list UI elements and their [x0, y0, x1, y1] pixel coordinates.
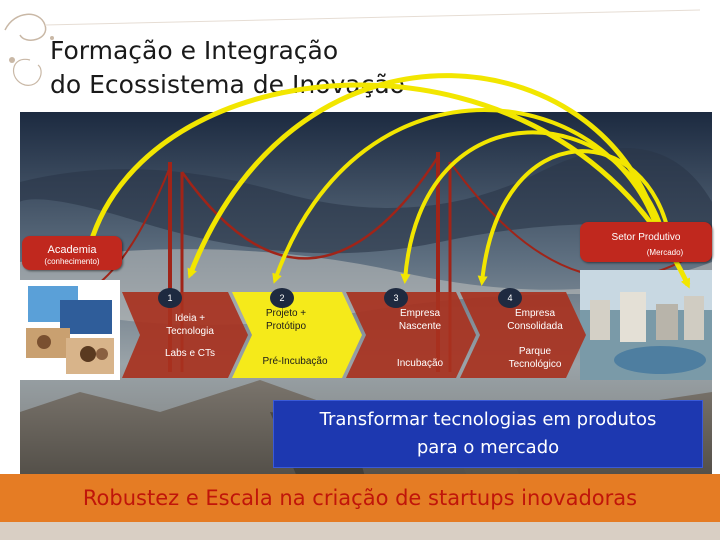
tagline-text: Robustez e Escala na criação de startups…	[82, 486, 638, 510]
stage-4-bottom-label: Parque Tecnológico	[490, 345, 580, 371]
chevron-2	[232, 292, 362, 378]
goal-line-2: para o mercado	[416, 437, 560, 458]
goal-line-1: Transformar tecnologias em produtos	[319, 409, 657, 430]
chevron-1	[122, 292, 248, 378]
stage-4-bottom-line-1: Parque	[518, 346, 552, 357]
setor-produtivo-image	[580, 270, 712, 380]
stage-1-top-line-1: Ideia +	[174, 313, 206, 324]
academia-subtitle: (conhecimento)	[44, 257, 100, 266]
stage-3-number: 3	[384, 288, 408, 308]
stage-3-bottom-label: Incubação	[396, 358, 444, 369]
arrow-from-academia-to-setor	[87, 82, 691, 289]
academia-title: Academia	[47, 244, 97, 256]
stage-4-top-line-1: Empresa	[514, 308, 555, 319]
tagline-bar: Robustez e Escala na criação de startups…	[0, 474, 720, 522]
arrow-to-stage-3	[400, 130, 667, 284]
stage-4-top-line-2: Consolidada	[507, 321, 563, 332]
academia-collage-image	[20, 280, 120, 380]
slide-footer	[0, 522, 720, 540]
stage-4-bottom-line-2: Tecnológico	[508, 359, 562, 370]
stage-1-top-label: Ideia + Tecnologia	[150, 312, 230, 338]
stage-2-top-line-2: Protótipo	[265, 321, 307, 332]
stage-1-top-line-2: Tecnologia	[166, 326, 214, 337]
stage-4-number: 4	[498, 288, 522, 308]
stage-3-top-line-1: Empresa	[399, 308, 440, 319]
stage-2-number: 2	[270, 288, 294, 308]
title-line-1: Formação e Integração	[50, 36, 339, 65]
stage-1-number: 1	[158, 288, 182, 308]
setor-produtivo-subtitle: (Mercado)	[646, 248, 684, 257]
chevron-3	[346, 292, 476, 378]
stage-1-bottom-label: Labs e CTs	[164, 348, 216, 359]
arrow-to-stage-4	[477, 149, 672, 286]
chevron-4	[460, 292, 586, 378]
stage-4-top-label: Empresa Consolidada	[490, 307, 580, 333]
academia-label: Academia (conhecimento)	[22, 236, 122, 270]
arrow-to-stage-2	[272, 108, 662, 284]
decorative-swirl	[4, 9, 701, 86]
goal-box: Transformar tecnologias em produtos para…	[273, 400, 703, 468]
stage-2-top-line-1: Projeto +	[265, 308, 307, 319]
stage-2-bottom-label: Pré-Incubação	[262, 356, 328, 367]
stage-3-top-line-2: Nascente	[398, 321, 442, 332]
stage-3-top-label: Empresa Nascente	[380, 307, 460, 333]
setor-produtivo-title: Setor Produtivo	[611, 232, 681, 243]
setor-produtivo-label: Setor Produtivo (Mercado)	[580, 222, 712, 262]
stage-2-top-label: Projeto + Protótipo	[246, 307, 326, 333]
